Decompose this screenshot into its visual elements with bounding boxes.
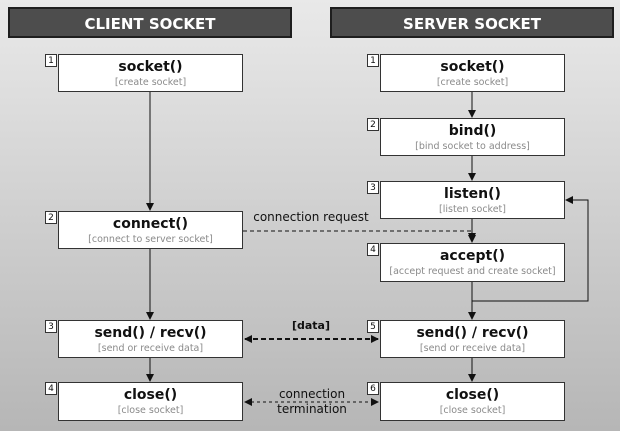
server-close-box: close() [close socket] bbox=[380, 382, 565, 421]
server-step-description: [listen socket] bbox=[439, 204, 506, 215]
client-header-label: CLIENT SOCKET bbox=[84, 15, 216, 33]
server-step-function: accept() bbox=[439, 248, 506, 264]
client-step-number: 3 bbox=[45, 320, 57, 333]
client-step-function: send() / recv() bbox=[94, 325, 207, 341]
server-accept-box: accept() [accept request and create sock… bbox=[380, 243, 565, 282]
server-step-function: socket() bbox=[440, 59, 505, 75]
client-step-number: 2 bbox=[45, 211, 57, 224]
server-send-recv-box: send() / recv() [send or receive data] bbox=[380, 320, 565, 358]
server-listen-box: listen() [listen socket] bbox=[380, 181, 565, 219]
client-step-description: [send or receive data] bbox=[97, 343, 204, 354]
server-loop-back bbox=[472, 196, 589, 302]
server-step-number: 3 bbox=[367, 181, 379, 194]
server-step-description: [create socket] bbox=[436, 77, 509, 88]
termination-label-line2: termination bbox=[277, 402, 347, 416]
server-socket-box: socket() [create socket] bbox=[380, 54, 565, 92]
server-step-number: 2 bbox=[367, 118, 379, 131]
server-step-number: 5 bbox=[367, 320, 379, 333]
client-socket-header: CLIENT SOCKET bbox=[8, 7, 292, 38]
server-header-label: SERVER SOCKET bbox=[403, 15, 541, 33]
server-step-number: 1 bbox=[367, 54, 379, 67]
server-bind-box: bind() [bind socket to address] bbox=[380, 118, 565, 156]
client-step-function: connect() bbox=[112, 216, 189, 232]
client-connect-box: connect() [connect to server socket] bbox=[58, 211, 243, 249]
server-step-function: send() / recv() bbox=[416, 325, 529, 341]
client-step-number: 4 bbox=[45, 382, 57, 395]
connection-request-arrow bbox=[243, 230, 476, 241]
termination-label: connection termination bbox=[262, 387, 362, 417]
server-step-description: [close socket] bbox=[439, 405, 506, 416]
server-step-description: [send or receive data] bbox=[419, 343, 526, 354]
server-step-number: 4 bbox=[367, 243, 379, 256]
server-step-number: 6 bbox=[367, 382, 379, 395]
data-label: [data] bbox=[291, 319, 331, 332]
connection-request-label: connection request bbox=[253, 210, 369, 224]
server-step-function: bind() bbox=[448, 123, 497, 139]
client-step-description: [connect to server socket] bbox=[88, 234, 213, 245]
server-step-description: [accept request and create socket] bbox=[389, 266, 556, 277]
termination-label-line1: connection bbox=[278, 387, 346, 401]
client-step-function: close() bbox=[123, 387, 178, 403]
server-step-function: close() bbox=[445, 387, 500, 403]
client-send-recv-box: send() / recv() [send or receive data] bbox=[58, 320, 243, 358]
server-step-description: [bind socket to address] bbox=[415, 141, 530, 152]
server-socket-header: SERVER SOCKET bbox=[330, 7, 614, 38]
client-step-description: [close socket] bbox=[117, 405, 184, 416]
server-step-function: listen() bbox=[444, 186, 501, 202]
client-step-description: [create socket] bbox=[114, 77, 187, 88]
client-step-number: 1 bbox=[45, 54, 57, 67]
client-step-function: socket() bbox=[118, 59, 183, 75]
client-socket-box: socket() [create socket] bbox=[58, 54, 243, 92]
client-close-box: close() [close socket] bbox=[58, 382, 243, 421]
